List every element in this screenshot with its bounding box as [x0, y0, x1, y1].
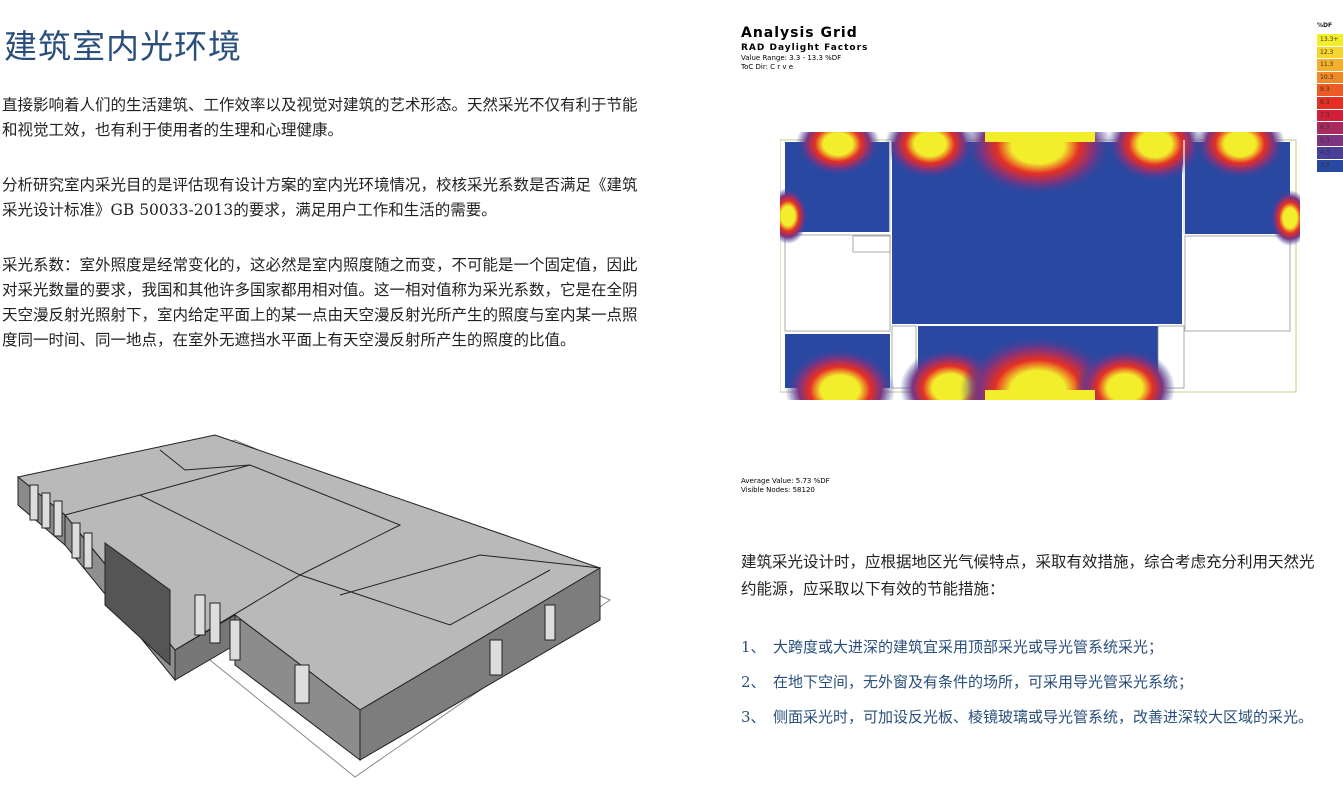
- legend-entry: 8.3: [1317, 96, 1343, 110]
- list-item: 3、侧面采光时，可加设反光板、棱镜玻璃或导光管系统，改善进深较大区域的采光。: [741, 706, 1313, 741]
- legend-entry: 9.3: [1317, 84, 1343, 97]
- legend-entry: 3.3: [1317, 159, 1343, 173]
- measures-list: 1、大跨度或大进深的建筑宜采用顶部采光或导光管系统采光； 2、在地下空间，无外窗…: [741, 636, 1313, 741]
- legend-entry: 12.3: [1317, 46, 1343, 60]
- average-value: Average Value: 5.73 %DF: [741, 477, 830, 485]
- page-title: 建筑室内光环境: [4, 27, 242, 66]
- analysis-title: Analysis Grid: [741, 25, 858, 41]
- legend-entry: 11.3: [1317, 59, 1343, 72]
- legend-entry: 4.3: [1317, 147, 1343, 160]
- legend-entry: 13.3+: [1317, 34, 1343, 47]
- purpose-paragraph: 分析研究室内采光目的是评估现有设计方案的室内光环境情况，校核采光系数是否满足《建…: [2, 176, 638, 219]
- legend-entry: 5.3: [1317, 134, 1343, 148]
- list-item: 1、大跨度或大进深的建筑宜采用顶部采光或导光管系统采光；: [741, 636, 1313, 671]
- visible-nodes: Visible Nodes: 58120: [741, 486, 815, 494]
- list-item-text: 大跨度或大进深的建筑宜采用顶部采光或导光管系统采光；: [773, 638, 1164, 656]
- legend-entry: 10.3: [1317, 71, 1343, 85]
- list-item-number: 3、: [741, 708, 766, 726]
- list-item-number: 2、: [741, 673, 766, 691]
- analysis-header: Analysis Grid RAD Daylight Factors Value…: [741, 25, 868, 71]
- list-item-text: 在地下空间，无外窗及有条件的场所，可采用导光管采光系统；: [773, 673, 1194, 691]
- daylight-factor-paragraph: 采光系数：室外照度是经常变化的，这必然是室内照度随之而变，不可能是一个固定值，因…: [2, 256, 638, 349]
- energy-paragraph-line2: 约能源，应采取以下有效的节能措施：: [741, 580, 1005, 598]
- analysis-stats: Average Value: 5.73 %DF Visible Nodes: 5…: [741, 477, 830, 495]
- legend-entry: 7.3: [1317, 109, 1343, 123]
- energy-paragraph-line1: 建筑采光设计时，应根据地区光气候特点，采取有效措施，综合考虑充分利用天然光: [741, 553, 1315, 571]
- energy-paragraph: 建筑采光设计时，应根据地区光气候特点，采取有效措施，综合考虑充分利用天然光 约能…: [741, 549, 1343, 603]
- building-3d-model: [16, 434, 612, 778]
- list-item-text: 侧面采光时，可加设反光板、棱镜玻璃或导光管系统，改善进深较大区域的采光。: [773, 708, 1314, 726]
- list-item-number: 1、: [741, 638, 766, 656]
- analysis-subtitle: RAD Daylight Factors: [741, 43, 869, 53]
- intro-paragraph: 直接影响着人们的生活建筑、工作效率以及视觉对建筑的艺术形态。天然采光不仅有利于节…: [2, 96, 638, 139]
- daylight-heatmap: [780, 132, 1300, 400]
- analysis-extra: ToC Dir: C r v e: [741, 63, 794, 71]
- legend-unit: %DF: [1317, 22, 1333, 29]
- list-item: 2、在地下空间，无外窗及有条件的场所，可采用导光管采光系统；: [741, 671, 1313, 706]
- value-range: Value Range: 3.3 - 13.3 %DF: [741, 54, 842, 62]
- legend-entry: 6.3: [1317, 122, 1343, 135]
